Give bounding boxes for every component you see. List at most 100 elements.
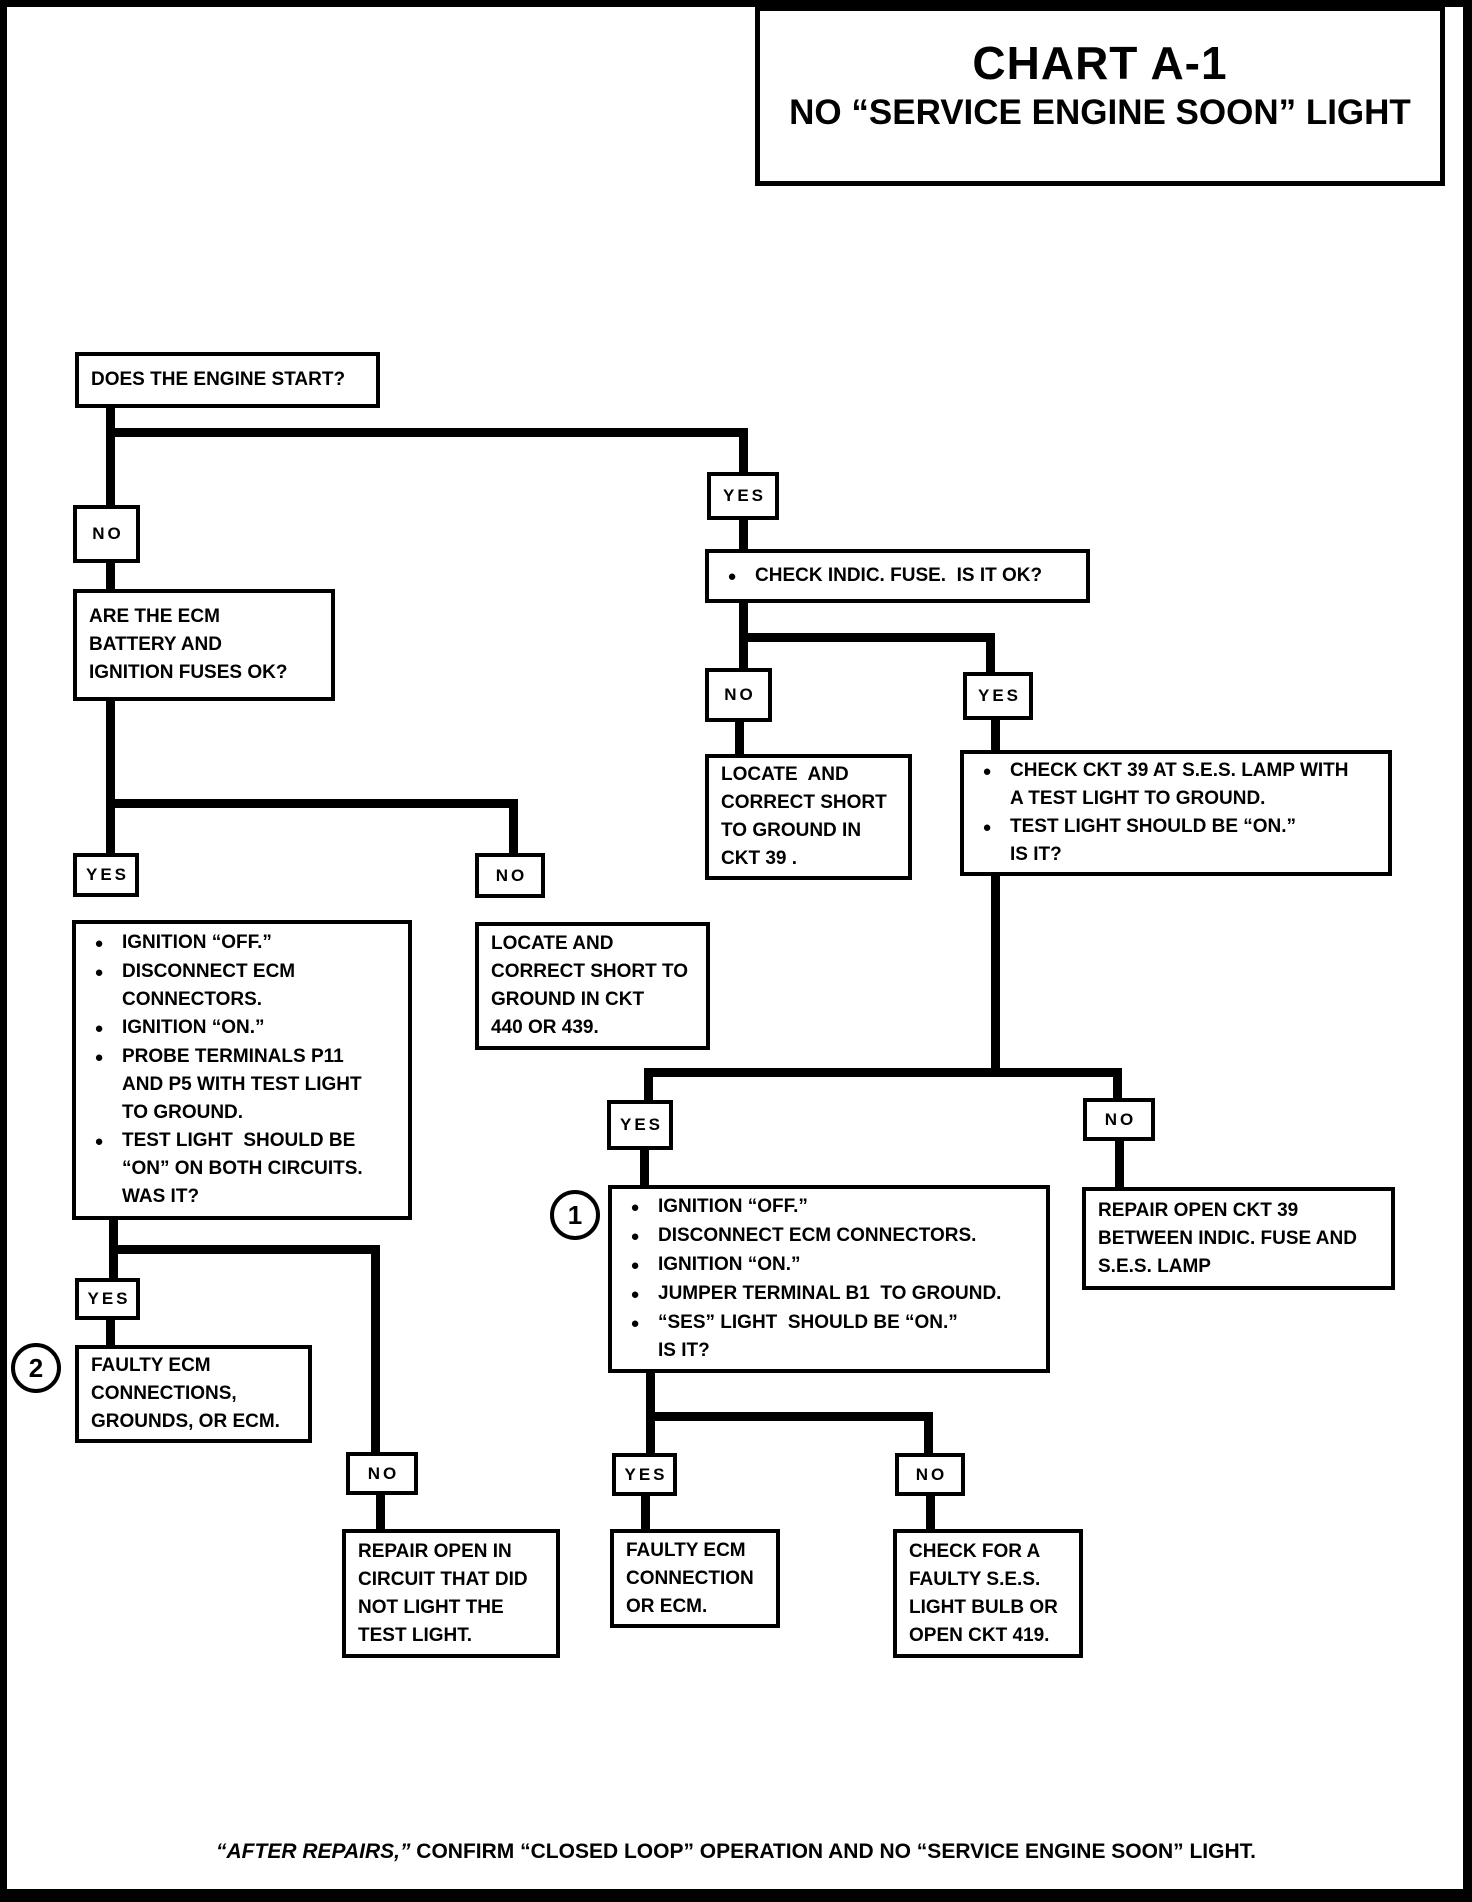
branch-yes: YES (73, 853, 139, 897)
node-repair-open-circuit: REPAIR OPEN IN CIRCUIT THAT DID NOT LIGH… (342, 1529, 560, 1658)
connector (106, 406, 115, 507)
node-ecm-fuses: ARE THE ECM BATTERY AND IGNITION FUSES O… (73, 589, 335, 701)
branch-label: YES (619, 1115, 664, 1134)
bullet-row: TEST LIGHT SHOULD BE “ON” ON BOTH CIRCUI… (76, 1127, 402, 1211)
node-faulty-ecm-grounds: FAULTY ECM CONNECTIONS, GROUNDS, OR ECM. (75, 1345, 312, 1443)
connector (376, 1493, 385, 1531)
bullet-text: JUMPER TERMINAL B1 TO GROUND. (658, 1283, 1002, 1304)
footer-rest: CONFIRM “CLOSED LOOP” OPERATION AND NO “… (410, 1840, 1256, 1863)
connector (735, 721, 744, 756)
node-check-indic-fuse: CHECK INDIC. FUSE. IS IT OK? (705, 549, 1090, 603)
bullet-icon (964, 813, 1010, 842)
branch-label: YES (977, 686, 1022, 705)
branch-label: NO (724, 685, 756, 704)
bullet-row: CHECK CKT 39 AT S.E.S. LAMP WITH A TEST … (964, 757, 1382, 813)
bullet-text: DISCONNECT ECM CONNECTORS. (658, 1225, 977, 1246)
connector (106, 561, 115, 591)
bullet-row: CHECK INDIC. FUSE. IS IT OK? (709, 562, 1080, 591)
bullet-text: IGNITION “OFF.” (658, 1196, 808, 1217)
bullet-icon (76, 929, 122, 958)
node-text: FAULTY ECM CONNECTIONS, GROUNDS, OR ECM. (91, 1355, 280, 1432)
connector (986, 635, 995, 676)
branch-yes: YES (707, 472, 779, 520)
bullet-text: TEST LIGHT SHOULD BE “ON.” IS IT? (1010, 816, 1297, 865)
bullet-icon (612, 1251, 658, 1280)
bullet-row: IGNITION “ON.” (76, 1014, 402, 1043)
connector (1115, 1139, 1124, 1189)
callout-number: 1 (567, 1199, 583, 1230)
bullet-row: DISCONNECT ECM CONNECTORS. (76, 958, 402, 1014)
connector (991, 718, 1000, 754)
node-probe-terminals: IGNITION “OFF.” DISCONNECT ECM CONNECTOR… (72, 920, 412, 1220)
bullet-icon (76, 958, 122, 987)
connector (509, 801, 518, 857)
node-text: DOES THE ENGINE START? (91, 369, 346, 390)
bullet-text: DISCONNECT ECM CONNECTORS. (122, 961, 296, 1010)
connector (644, 1068, 653, 1104)
branch-label: NO (915, 1464, 948, 1484)
connector (640, 1148, 649, 1187)
branch-label: YES (624, 1464, 668, 1484)
bullet-row: PROBE TERMINALS P11 AND P5 WITH TEST LIG… (76, 1043, 402, 1127)
branch-yes: YES (75, 1278, 140, 1320)
branch-no: NO (73, 505, 140, 563)
bullet-row: TEST LIGHT SHOULD BE “ON.” IS IT? (964, 813, 1382, 869)
bullet-icon (76, 1014, 122, 1043)
bullet-icon (76, 1043, 122, 1072)
bullet-icon (612, 1280, 658, 1309)
bullet-row: DISCONNECT ECM CONNECTORS. (612, 1222, 1040, 1251)
node-repair-open-ckt39: REPAIR OPEN CKT 39 BETWEEN INDIC. FUSE A… (1082, 1187, 1395, 1290)
node-text: CHECK FOR A FAULTY S.E.S. LIGHT BULB OR … (909, 1540, 1058, 1646)
bullet-icon (76, 1127, 122, 1156)
connector (106, 799, 518, 808)
bullet-row: “SES” LIGHT SHOULD BE “ON.” IS IT? (612, 1309, 1040, 1365)
branch-no: NO (1083, 1098, 1155, 1141)
footer-note: “AFTER REPAIRS,” CONFIRM “CLOSED LOOP” O… (0, 1840, 1472, 1864)
bullet-row: IGNITION “OFF.” (76, 929, 402, 958)
chart-subtitle: NO “SERVICE ENGINE SOON” LIGHT (789, 93, 1411, 132)
branch-yes: YES (607, 1100, 673, 1150)
bullet-row: IGNITION “OFF.” (612, 1193, 1040, 1222)
connector (739, 633, 995, 642)
branch-label: NO (92, 524, 124, 543)
branch-label: YES (87, 1289, 131, 1308)
footer-italic: “AFTER REPAIRS,” (216, 1840, 411, 1863)
node-locate-short-ckt440: LOCATE AND CORRECT SHORT TO GROUND IN CK… (475, 922, 710, 1050)
connector (641, 1494, 650, 1531)
bullet-icon (612, 1222, 658, 1251)
chart-title: CHART A-1 (972, 37, 1228, 89)
bullet-row: IGNITION “ON.” (612, 1251, 1040, 1280)
node-check-ckt39-lamp: CHECK CKT 39 AT S.E.S. LAMP WITH A TEST … (960, 750, 1392, 876)
connector (739, 518, 748, 551)
bullet-text: “SES” LIGHT SHOULD BE “ON.” IS IT? (658, 1312, 958, 1361)
connector (106, 1318, 115, 1347)
node-check-bulb: CHECK FOR A FAULTY S.E.S. LIGHT BULB OR … (893, 1529, 1083, 1658)
bullet-text: CHECK CKT 39 AT S.E.S. LAMP WITH A TEST … (1010, 760, 1349, 809)
connector (924, 1412, 933, 1457)
bullet-icon (964, 757, 1010, 786)
bullet-text: IGNITION “ON.” (122, 1017, 265, 1038)
connector (1113, 1068, 1122, 1104)
node-text: LOCATE AND CORRECT SHORT TO GROUND IN CK… (491, 933, 689, 1038)
branch-no: NO (705, 668, 772, 722)
bullet-text: IGNITION “OFF.” (122, 932, 272, 953)
connector (106, 698, 115, 858)
bullet-icon (612, 1309, 658, 1338)
connector (644, 1068, 1122, 1077)
connector (106, 428, 748, 437)
branch-label: YES (722, 486, 767, 505)
node-locate-short-ckt39: LOCATE AND CORRECT SHORT TO GROUND IN CK… (705, 754, 912, 880)
node-faulty-ecm-connection: FAULTY ECM CONNECTION OR ECM. (610, 1529, 780, 1628)
connector (646, 1412, 933, 1421)
bullet-text: TEST LIGHT SHOULD BE “ON” ON BOTH CIRCUI… (122, 1130, 363, 1207)
branch-label: NO (495, 865, 528, 885)
branch-label: NO (367, 1463, 400, 1483)
branch-yes: YES (612, 1453, 677, 1496)
branch-no: NO (895, 1453, 965, 1496)
connector (739, 428, 748, 476)
node-text: REPAIR OPEN IN CIRCUIT THAT DID NOT LIGH… (358, 1540, 528, 1646)
callout-2: 2 (11, 1343, 61, 1393)
node-text: FAULTY ECM CONNECTION OR ECM. (626, 1539, 754, 1617)
node-engine-start: DOES THE ENGINE START? (75, 352, 380, 408)
